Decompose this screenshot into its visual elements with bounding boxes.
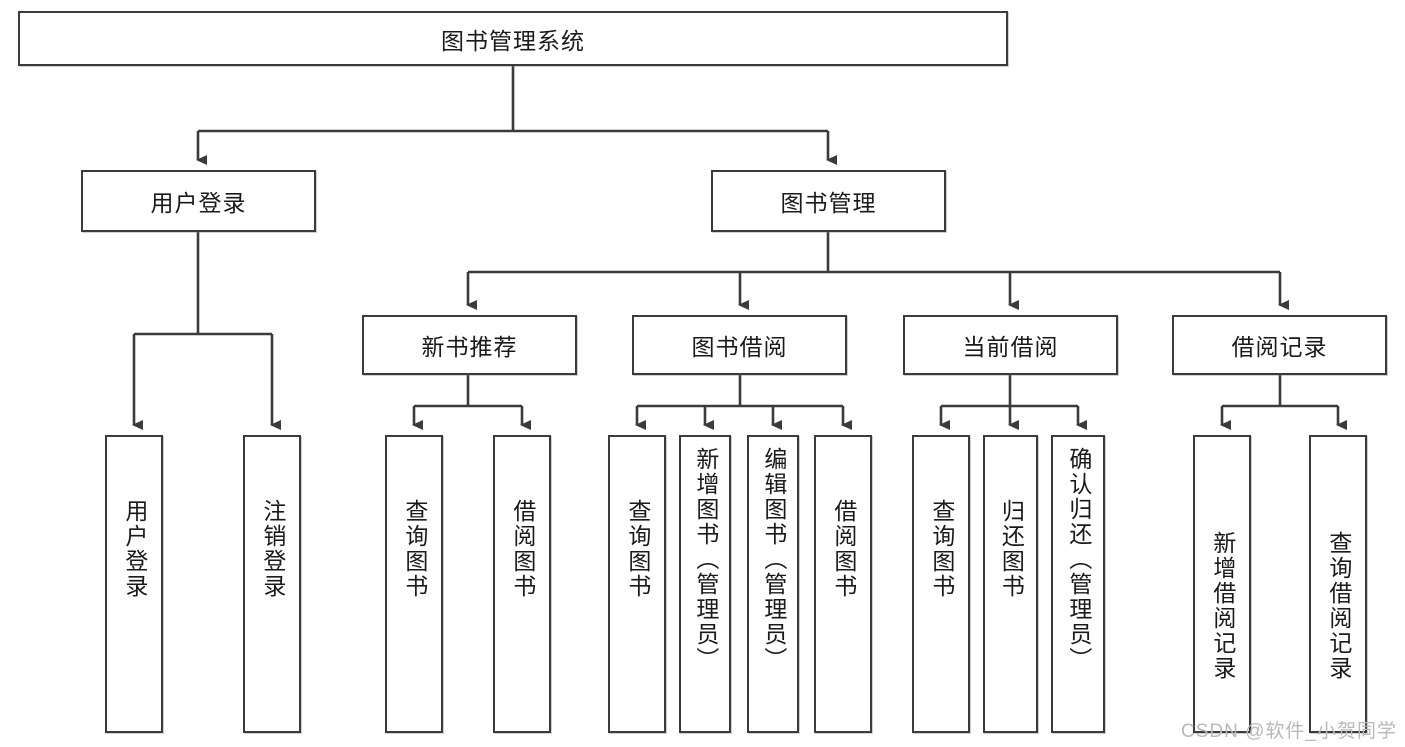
leaf-borrow-record-add[interactable]: 新增借阅记录 (1193, 435, 1251, 733)
node-label: 用户登录 (150, 190, 247, 216)
leaf-borrow-record-query[interactable]: 查询借阅记录 (1309, 435, 1367, 733)
node-book-borrow[interactable]: 图书借阅 (632, 315, 847, 375)
node-label: 用户登录 (121, 499, 148, 599)
leaf-new-book-borrow[interactable]: 借阅图书 (493, 435, 551, 733)
node-label: 图书管理 (780, 190, 877, 216)
node-label: 借阅记录 (1231, 334, 1328, 360)
leaf-current-borrow-query[interactable]: 查询图书 (912, 435, 970, 733)
node-label: 借阅图书 (509, 499, 536, 599)
node-label: 图书管理系统 (441, 27, 585, 54)
node-label: 新增图书（管理员） (692, 447, 719, 672)
leaf-current-borrow-return[interactable]: 归还图书 (983, 435, 1038, 733)
node-label: 图书借阅 (691, 334, 788, 360)
node-label: 新书推荐 (421, 334, 518, 360)
node-new-book-recommend[interactable]: 新书推荐 (362, 315, 577, 375)
leaf-book-borrow-add[interactable]: 新增图书（管理员） (679, 435, 731, 733)
node-label: 新增借阅记录 (1209, 531, 1236, 681)
leaf-current-borrow-confirm-return[interactable]: 确认归还（管理员） (1051, 435, 1105, 733)
node-label: 编辑图书（管理员） (760, 447, 787, 672)
leaf-user-login-logout[interactable]: 注销登录 (243, 435, 301, 733)
leaf-book-borrow-edit[interactable]: 编辑图书（管理员） (747, 435, 799, 733)
node-borrow-record[interactable]: 借阅记录 (1172, 315, 1387, 375)
leaf-new-book-query[interactable]: 查询图书 (385, 435, 443, 733)
node-label: 确认归还（管理员） (1065, 447, 1092, 672)
leaf-book-borrow-borrow[interactable]: 借阅图书 (814, 435, 872, 733)
node-label: 查询借阅记录 (1325, 531, 1352, 681)
leaf-book-borrow-query[interactable]: 查询图书 (608, 435, 666, 733)
leaf-user-login-login[interactable]: 用户登录 (105, 435, 163, 733)
node-label: 查询图书 (928, 499, 955, 599)
node-label: 借阅图书 (830, 499, 857, 599)
node-label: 注销登录 (259, 499, 286, 599)
node-label: 查询图书 (401, 499, 428, 599)
node-label: 查询图书 (624, 499, 651, 599)
node-user-login[interactable]: 用户登录 (81, 170, 316, 232)
node-current-borrow[interactable]: 当前借阅 (903, 315, 1118, 375)
node-book-management[interactable]: 图书管理 (711, 170, 946, 232)
node-label: 归还图书 (998, 499, 1025, 599)
node-label: 当前借阅 (962, 334, 1059, 360)
node-root-book-management-system[interactable]: 图书管理系统 (18, 11, 1008, 66)
watermark: CSDN @软件_小贺同学 (1181, 721, 1397, 742)
